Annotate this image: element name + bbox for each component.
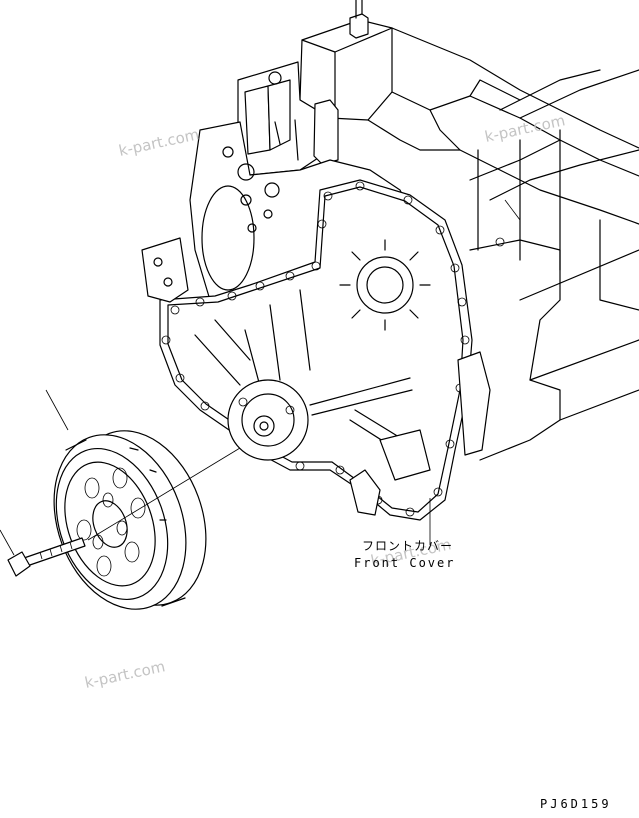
watermark: k-part.com	[83, 657, 167, 692]
crankshaft-pulley	[53, 430, 207, 610]
pulley-bolt	[7, 537, 86, 577]
front-cover-label-en: Front Cover	[354, 556, 455, 570]
watermark: k-part.com	[483, 111, 567, 146]
watermark: k-part.com	[117, 125, 201, 160]
gear-hub	[227, 379, 309, 461]
figure-code: PJ6D159	[540, 797, 612, 811]
front-cover	[141, 179, 505, 521]
leader-lines	[0, 199, 521, 556]
oil-seal	[339, 239, 431, 331]
front-cover-label-jp: フロントカバー	[362, 539, 453, 553]
